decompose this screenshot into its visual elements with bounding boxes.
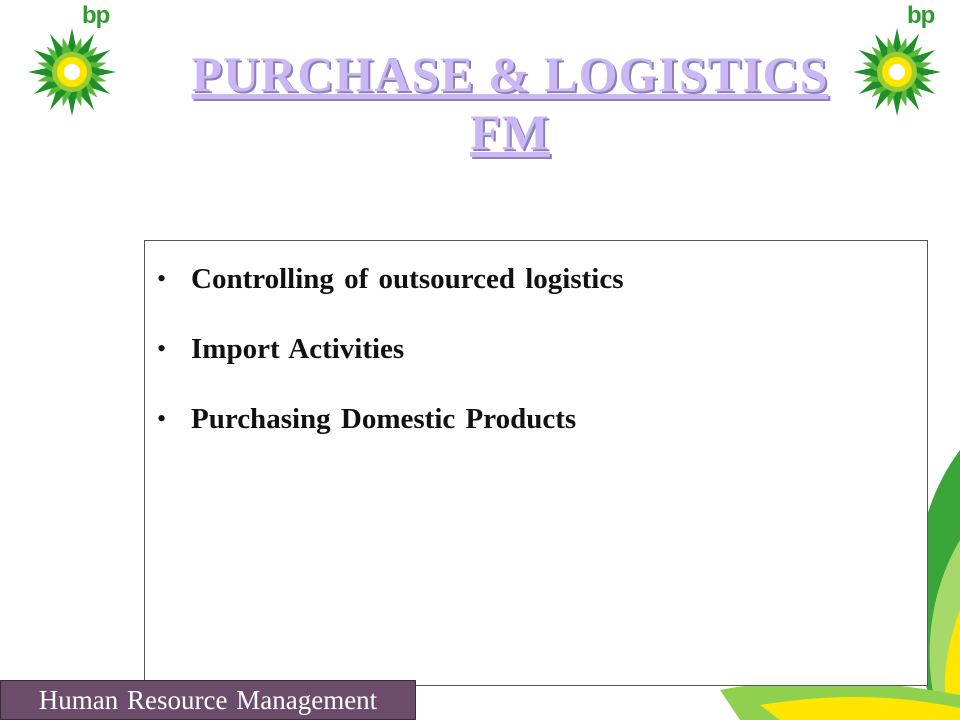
list-item: • Controlling of outsourced logistics <box>157 261 623 297</box>
bp-wordmark: bp <box>82 2 110 29</box>
bp-logo-right: bp <box>845 0 955 120</box>
bullet-text: Import Activities <box>191 333 405 365</box>
list-item: • Purchasing Domestic Products <box>157 401 623 437</box>
bullet-icon: • <box>157 334 167 363</box>
bp-helios-sun-icon <box>853 28 941 116</box>
footer-label: Human Resource Management <box>0 680 416 720</box>
bullet-list: • Controlling of outsourced logistics • … <box>157 261 623 471</box>
bullet-icon: • <box>157 264 167 293</box>
bullet-icon: • <box>157 404 167 433</box>
list-item: • Import Activities <box>157 331 623 367</box>
bullet-text: Purchasing Domestic Products <box>191 403 577 435</box>
slide-title: PURCHASE & LOGISTICS FM <box>90 45 930 161</box>
bp-helios-sun-icon <box>28 28 116 116</box>
content-box: • Controlling of outsourced logistics • … <box>144 240 928 686</box>
slide-title-line-2: FM <box>470 104 550 160</box>
bp-logo-left: bp <box>20 0 130 120</box>
bp-wordmark: bp <box>907 2 935 29</box>
bullet-text: Controlling of outsourced logistics <box>191 263 624 295</box>
slide-title-line-1: PURCHASE & LOGISTICS <box>191 46 829 102</box>
